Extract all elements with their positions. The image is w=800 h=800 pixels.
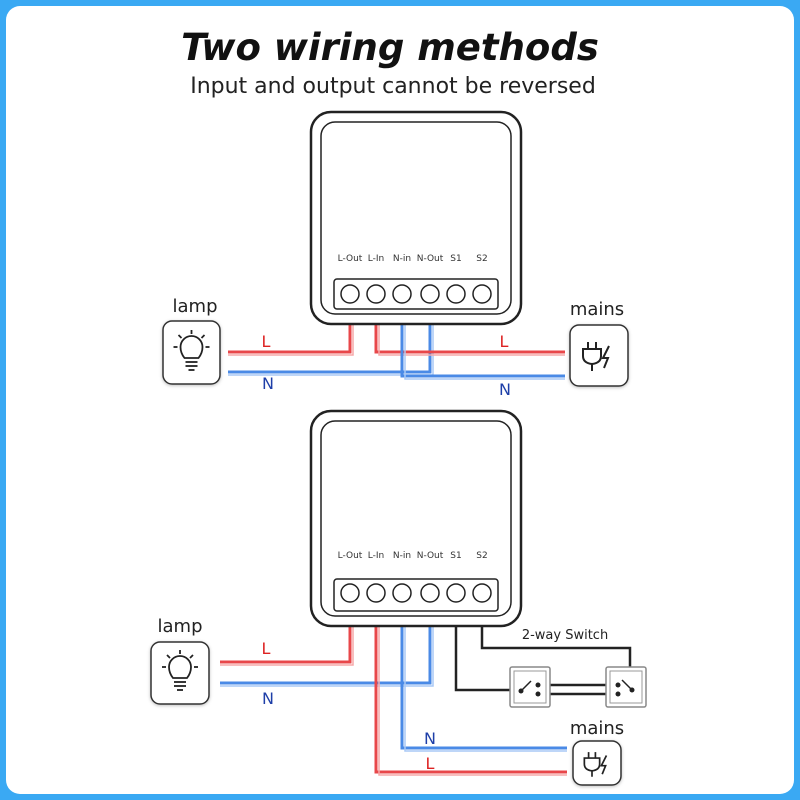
terminal-screw [446,284,466,304]
terminal-labels-2: L-Out L-In N-in N-Out S1 S2 [338,551,488,561]
terminal-label: N-Out [417,551,444,561]
terminal-label: L-Out [338,551,363,561]
plug-lightning-icon [583,752,608,777]
switch-label: 2-way Switch [522,628,608,643]
terminal-labels-1: L-Out L-In N-in N-Out S1 S2 [338,254,488,264]
lamp-1-wire-L-label: L [262,332,271,351]
lamp-1-box [162,320,221,385]
relay-module-2-inner [320,420,512,617]
two-way-switch-icon [605,666,647,708]
terminal-label: S1 [450,551,461,561]
lamp-1-label: lamp [173,296,218,317]
page-subtitle: Input and output cannot be reversed [190,74,596,99]
wire2-mains-live [374,593,567,774]
terminal-screw [472,583,492,603]
method-2: L-Out L-In N-in N-Out S1 S2 2-way Switch [150,409,647,786]
terminal-label: L-Out [338,254,363,264]
terminal-label: S2 [476,551,487,561]
page-title: Two wiring methods [181,26,599,69]
lamp-1-wire-N-label: N [262,374,274,393]
terminal-label: S1 [450,254,461,264]
plug-lightning-icon [582,342,610,371]
wire2-mains-neutral [400,593,567,750]
terminal-screw [366,284,386,304]
relay-module-2 [309,409,523,628]
mains-1-wire-N-label: N [499,380,511,399]
terminal-screws-1 [340,284,492,304]
terminal-screws-2 [340,583,492,603]
terminal-label: L-In [368,254,384,264]
method-1: L-Out L-In N-in N-Out S1 S2 lamp [162,110,629,399]
lamp-2-box [150,641,210,705]
terminal-screw [420,583,440,603]
mains-1-wire-L-label: L [500,332,509,351]
wire2-mains-live-shadow [378,593,567,776]
mains-2 [572,740,622,786]
mains-2-label: mains [570,718,624,739]
terminal-screw [340,284,360,304]
background-panel [6,6,794,794]
lamp-2 [150,641,210,705]
mains-2-box [572,740,622,786]
terminal-screw [446,583,466,603]
lamp-2-wire-L-label: L [262,639,271,658]
mains-2-wire-L-label: L [426,754,435,773]
relay-module-1-inner [320,121,512,315]
terminal-screw [392,284,412,304]
terminal-screw [392,583,412,603]
terminal-label: L-In [368,551,384,561]
relay-module-1 [309,110,523,326]
terminal-screw [472,284,492,304]
lamp-2-label: lamp [158,616,203,637]
mains-2-wire-N-label: N [424,729,436,748]
terminal-label: S2 [476,254,487,264]
lightbulb-icon [162,650,198,691]
terminal-label: N-in [393,551,411,561]
lamp-1 [162,320,221,385]
terminal-screw [366,583,386,603]
terminal-label: N-in [393,254,411,264]
terminal-label: N-Out [417,254,444,264]
mains-1 [569,324,629,387]
two-way-switch-icon [509,666,551,708]
wire2-mains-neutral-shadow [404,593,567,752]
terminal-screw [420,284,440,304]
lamp-2-wire-N-label: N [262,689,274,708]
mains-1-label: mains [570,299,624,320]
terminal-screw [340,583,360,603]
mains-1-box [569,324,629,387]
lightbulb-icon [173,330,210,371]
